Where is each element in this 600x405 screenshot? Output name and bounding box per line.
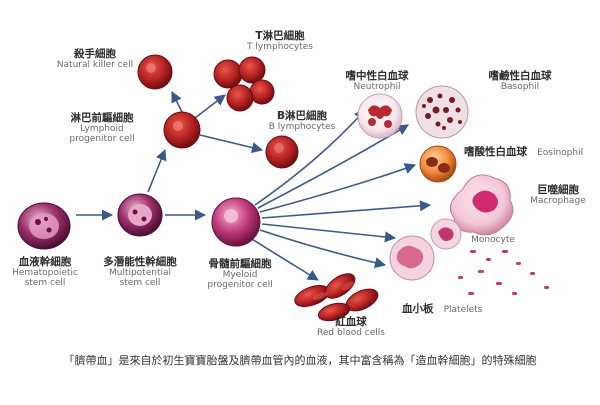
- label-multipotential-stem-cell: 多潛能性幹細胞 Multipotential stem cell: [88, 256, 192, 289]
- lineage-arrows: [76, 90, 432, 281]
- label-en-line2: stem cell: [119, 278, 161, 289]
- arrow-multipotential-to-lymphoid: [147, 148, 167, 193]
- arrow-lymphoid-to-b: [199, 134, 264, 154]
- label-en-line1: Multipotential: [108, 268, 172, 279]
- label-en-line1: Myeloid: [222, 270, 258, 281]
- label-zh: 巨噬細胞: [537, 184, 579, 196]
- label-platelets: 血小板 Platelets: [402, 298, 482, 316]
- monocyte: [430, 218, 462, 250]
- label-zh: T淋巴細胞: [255, 30, 305, 42]
- basophil: [415, 85, 469, 139]
- label-zh: 嗜酸性白血球: [464, 146, 527, 158]
- label-basophil: 嗜鹼性白血球 Basophil: [470, 70, 570, 92]
- label-zh: 血液幹細胞: [18, 256, 72, 268]
- lymphoid-progenitor-cell: [163, 111, 201, 149]
- label-t-lymphocytes: T淋巴細胞 T lymphocytes: [225, 30, 335, 52]
- label-zh: 殺手細胞: [74, 48, 116, 60]
- label-en: Neutrophil: [353, 82, 401, 93]
- label-natural-killer: 殺手細胞 Natural killer cell: [40, 48, 150, 70]
- label-en: Monocyte: [471, 235, 515, 245]
- label-myeloid-progenitor: 骨髓前驅細胞 Myeloid progenitor cell: [190, 258, 290, 291]
- arrow-myeloid-to-eosinophil: [259, 163, 417, 213]
- label-en-line2: progenitor cell: [69, 134, 135, 145]
- arrow-myeloid-to-platelets: [259, 229, 387, 269]
- label-en: T lymphocytes: [247, 42, 313, 53]
- label-zh: 嗜中性白血球: [345, 70, 409, 82]
- neutrophil: [357, 93, 403, 139]
- label-en: Basophil: [500, 82, 540, 93]
- arrow-myeloid-to-neutrophil: [254, 109, 366, 206]
- multipotential-stem-cell: [117, 193, 163, 237]
- label-zh: 淋巴前驅細胞: [70, 112, 134, 124]
- arrow-myeloid-to-macrophage: [261, 200, 432, 219]
- b-lymphocytes: [265, 135, 299, 169]
- label-en-line2: progenitor cell: [207, 280, 273, 291]
- platelets: [389, 235, 549, 295]
- label-b-lymphocytes: B淋巴細胞 B lymphocytes: [250, 110, 354, 132]
- myeloid-progenitor-cell: [211, 197, 261, 247]
- t-lymphocytes: [213, 56, 275, 112]
- natural-killer-cell: [137, 54, 173, 90]
- label-en: Platelets: [443, 305, 483, 315]
- label-zh: 紅血球: [335, 316, 367, 328]
- arrow-myeloid-to-monocyte: [261, 223, 397, 243]
- label-zh: 嗜鹼性白血球: [488, 70, 552, 82]
- label-en: Eosinophil: [537, 148, 584, 158]
- label-zh: 多潛能性幹細胞: [103, 256, 177, 268]
- arrow-lymphoid-to-nk: [171, 90, 183, 113]
- label-monocyte: Monocyte: [458, 235, 528, 245]
- label-en-line1: Lymphoid: [80, 124, 124, 135]
- label-red-blood-cells: 紅血球 Red blood cells: [296, 316, 406, 338]
- label-en-line2: stem cell: [24, 278, 66, 289]
- label-zh: 血小板: [402, 303, 434, 315]
- label-en: Red blood cells: [317, 328, 385, 339]
- caption: 「臍帶血」是來自於初生寶寶胎盤及臍帶血管內的血液，其中富含稱為「造血幹細胞」的特…: [63, 354, 537, 367]
- label-hematopoietic-stem-cell: 血液幹細胞 Hematopoietic stem cell: [2, 256, 88, 289]
- label-neutrophil: 嗜中性白血球 Neutrophil: [332, 70, 422, 92]
- label-en-line1: Hematopoietic: [12, 268, 78, 279]
- label-en: B lymphocytes: [268, 122, 336, 133]
- arrow-lymphoid-to-t: [194, 94, 226, 119]
- label-en: Natural killer cell: [56, 60, 134, 71]
- label-zh: 骨髓前驅細胞: [208, 258, 272, 270]
- arrow-myeloid-to-rbc: [249, 237, 319, 281]
- hematopoietic-stem-cell: [17, 202, 71, 250]
- red-blood-cells: [294, 273, 379, 322]
- label-macrophage: 巨噬細胞 Macrophage: [520, 184, 596, 206]
- label-en: Macrophage: [530, 196, 586, 207]
- label-lymphoid-progenitor: 淋巴前驅細胞 Lymphoid progenitor cell: [50, 112, 154, 145]
- label-zh: B淋巴細胞: [276, 110, 327, 122]
- macrophage: [449, 174, 514, 236]
- eosinophil: [419, 145, 457, 183]
- label-eosinophil: 嗜酸性白血球 Eosinophil: [464, 141, 583, 159]
